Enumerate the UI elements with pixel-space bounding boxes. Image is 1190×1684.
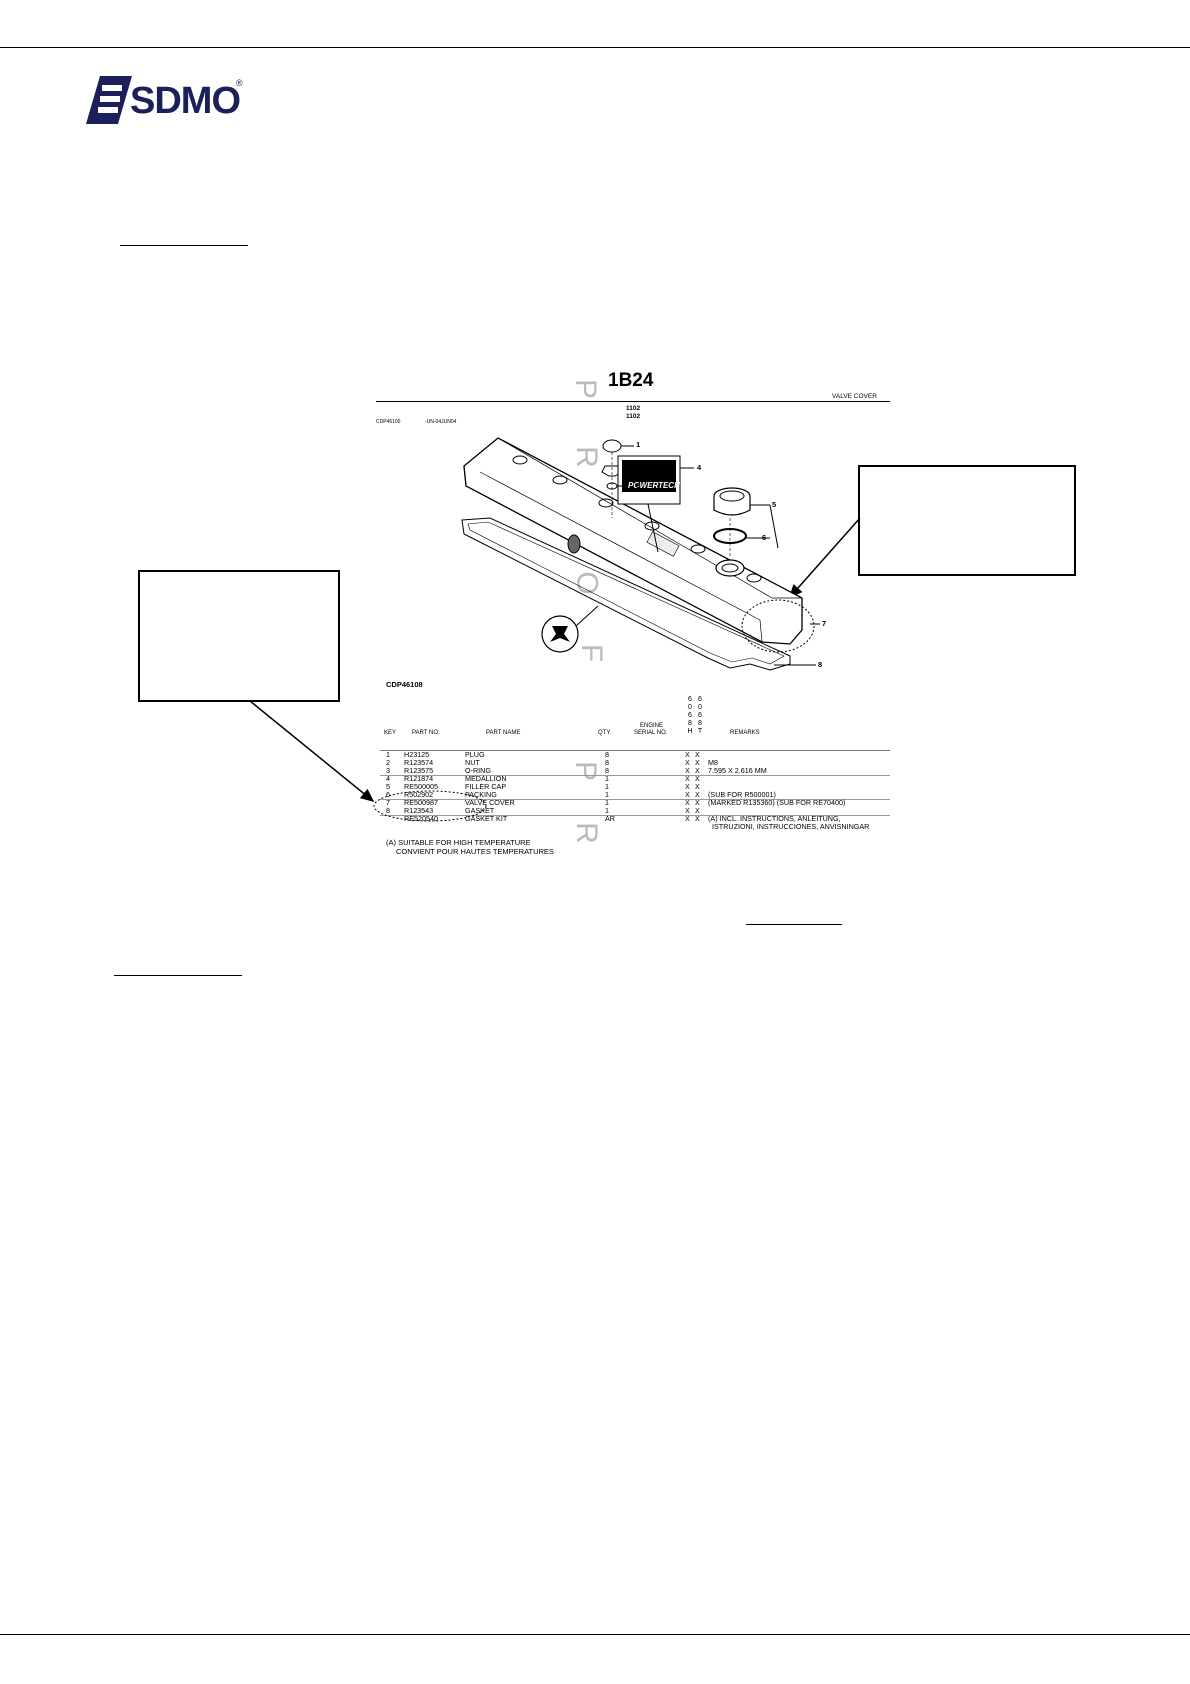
figure-title: 1B24 (608, 370, 654, 391)
blank-field-line (114, 975, 242, 976)
col-header-remarks: REMARKS (730, 730, 760, 736)
col-header-serial: SERIAL NO. (634, 730, 668, 736)
footnote-line: (A) SUITABLE FOR HIGH TEMPERATURE (386, 838, 531, 847)
table-header-rule (380, 750, 890, 751)
remarks-continuation: ISTRUZIONI, INSTRUCCIONES, ANVISNINGAR (712, 822, 870, 831)
valve-cover-drawing (461, 437, 820, 671)
logo-wordmark: SDMO (130, 80, 241, 122)
group-code: 1102 (626, 405, 641, 412)
header-rule (0, 47, 1190, 48)
figure-ref-date: -UN-04JUN04 (425, 419, 457, 425)
annotation-box-left (138, 570, 340, 702)
parts-catalog-figure: P R O O F P R 1B24 VALVE COVER 1102 1102… (370, 368, 890, 868)
group-code: 1102 (626, 413, 641, 420)
engine-code-h: 6 0 6 8 H (687, 696, 693, 735)
col-header-part-no: PART NO. (412, 730, 440, 736)
drawing-ref: CDP46108 (386, 680, 423, 689)
callout-number: 1 (636, 440, 641, 449)
figure-subtitle: VALVE COVER (832, 393, 877, 400)
sdmo-logo: SDMO ® (86, 76, 246, 126)
engine-code-t: 6 0 6 8 T (697, 696, 703, 735)
logo-registered-mark: ® (236, 78, 243, 88)
figure-ref-code: CDP46100 (376, 419, 401, 425)
callout-number: 4 (697, 463, 702, 472)
row-divider (380, 815, 890, 816)
callout-number: 2 (636, 464, 641, 473)
col-header-key: KEY (384, 730, 397, 736)
decal-sub: 6.8 liter (638, 493, 660, 499)
blank-field-line (120, 245, 248, 246)
blank-field-line (746, 924, 842, 925)
col-header-part-name: PART NAME (486, 730, 521, 736)
annotation-box-right (858, 465, 1076, 576)
row-divider (380, 775, 890, 776)
rows-highlight-ellipse (373, 790, 487, 822)
figure-title-rule (376, 401, 890, 402)
col-header-serial-top: ENGINE (640, 723, 664, 729)
callout-number: 3 (636, 481, 641, 490)
callout-number: 6 (762, 533, 767, 542)
callout-number: 8 (818, 660, 823, 669)
footer-rule (0, 1634, 1190, 1635)
decal-brand: POWERTECH (628, 481, 680, 490)
footnote-line: CONVIENT POUR HAUTES TEMPERATURES (396, 847, 554, 856)
col-header-qty: QTY (598, 730, 611, 736)
callout-number: 5 (772, 500, 777, 509)
row-divider (380, 799, 890, 800)
sdmo-logo-mark (86, 76, 132, 124)
callout-number: 7 (822, 619, 827, 628)
